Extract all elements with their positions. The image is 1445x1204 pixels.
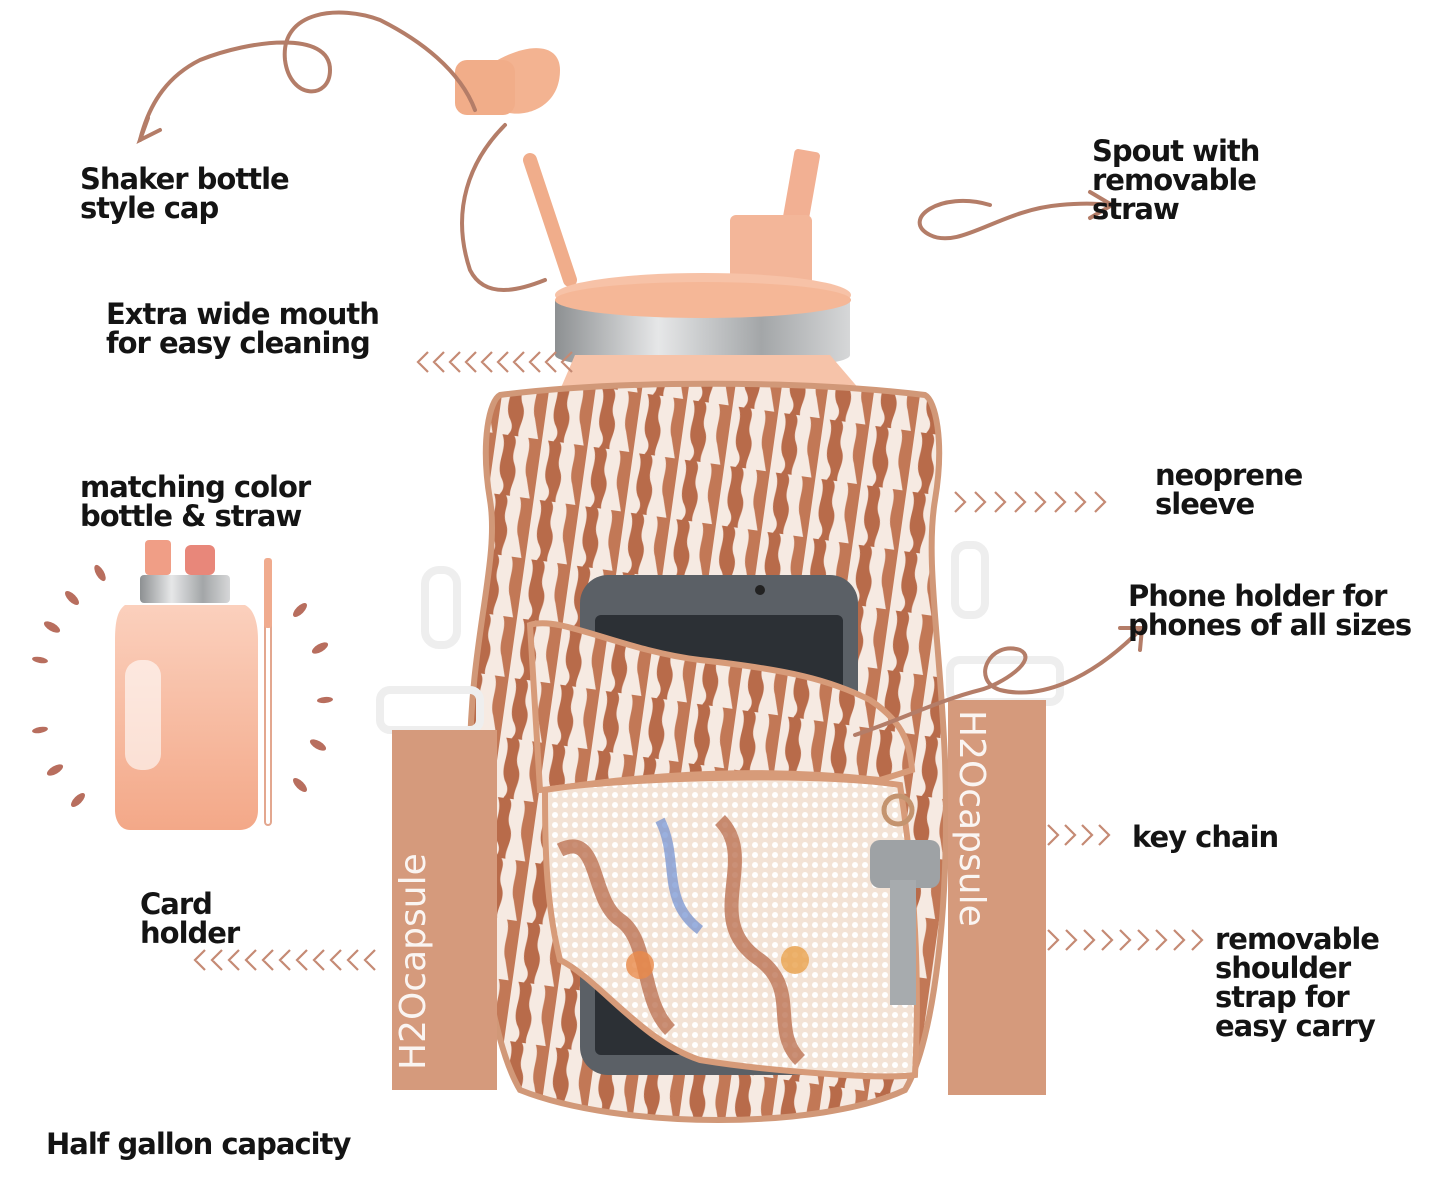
label-wide-mouth: Extra wide mouth for easy cleaning bbox=[106, 297, 380, 360]
shoulder-strap: H2Ocapsule H2Ocapsule bbox=[392, 700, 1046, 1095]
label-key-chain: key chain bbox=[1132, 820, 1279, 854]
label-spout: Spout with removable straw bbox=[1092, 134, 1260, 226]
label-matching-color: matching color bottle & straw bbox=[80, 470, 311, 533]
shaker-cap bbox=[455, 48, 577, 292]
steel-lid bbox=[555, 273, 851, 370]
chevrons-neoprene bbox=[954, 491, 1107, 513]
mini-bottle bbox=[115, 540, 272, 830]
spout bbox=[730, 149, 820, 295]
label-shaker-cap: Shaker bottle style cap bbox=[80, 162, 290, 225]
strap-brand-left: H2Ocapsule bbox=[393, 853, 434, 1070]
chevrons-wide-mouth bbox=[416, 351, 573, 373]
label-capacity: Half gallon capacity bbox=[46, 1127, 351, 1161]
label-neoprene: neoprene sleeve bbox=[1155, 458, 1303, 521]
front-pocket bbox=[526, 620, 920, 1080]
strap-brand-right: H2Ocapsule bbox=[951, 710, 992, 927]
label-phone-holder: Phone holder for phones of all sizes bbox=[1128, 579, 1412, 642]
label-shoulder-strap: removable shoulder strap for easy carry bbox=[1215, 922, 1380, 1043]
burst-marks bbox=[32, 564, 333, 807]
chevrons-shoulder-strap bbox=[1047, 929, 1204, 951]
chevrons-key-chain bbox=[1047, 824, 1111, 846]
key-icon bbox=[870, 793, 940, 1005]
callout-arrows bbox=[136, 10, 1145, 737]
label-card-holder: Card holder bbox=[140, 887, 240, 950]
chevrons-card-holder bbox=[193, 949, 376, 971]
